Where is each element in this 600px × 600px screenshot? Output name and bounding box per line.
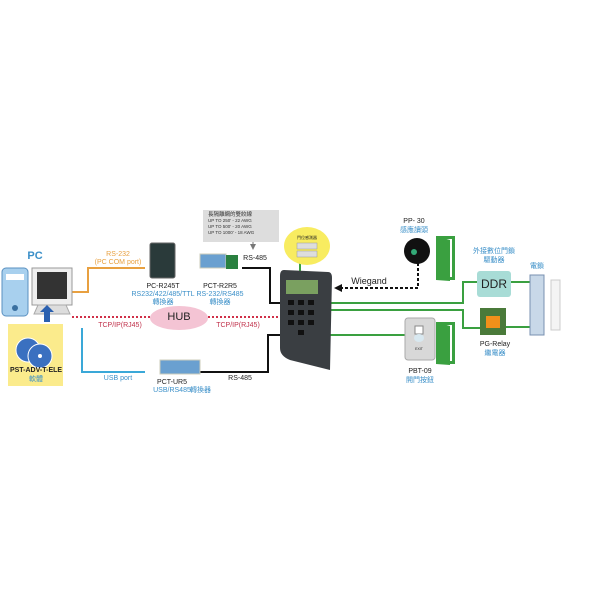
lock-strike [550,279,561,331]
wiegand-label: Wiegand [351,276,387,286]
down-arrow-icon [250,244,256,250]
pct-ur5-device [159,359,201,375]
wiegand-line [340,263,419,289]
pct-ur5-desc: USB/RS485 [153,387,191,394]
cable-note: 長隔離網的雙絞線 UP TO 250' - 22 AWG UP TO 500' … [208,212,254,236]
pbt09-model: PBT-09 [408,368,432,375]
pct-ur5-model: PCT-UR5 [157,379,187,386]
rs485-top-label: RS-485 [243,255,267,262]
rs485-top-line [242,267,280,304]
hub-bubble [150,306,208,330]
pct-ur5-type: 轉換器 [190,387,211,394]
pg-relay-device [480,308,506,335]
ddr-label-1: 外接數位門鎖 [473,248,515,255]
software-type: 軟體 [29,376,43,383]
rs485-bottom-line [200,334,280,373]
ddr-label-2: 驅動器 [483,257,505,264]
pc-r245t-device [149,242,176,279]
pbt09-type: 開門按鈕 [406,377,434,384]
electric-lock [529,274,545,336]
door-icon [436,236,455,281]
pc-r245t-model: PC-R245T [146,283,180,290]
hub-label: HUB [167,311,191,323]
access-controller [280,270,332,370]
door-sensor-label: 門位感測器 [297,235,317,240]
upload-arrow-icon [40,305,54,322]
lock-label: 電鎖 [530,263,544,270]
pc-monitor-icon [31,267,73,315]
cable-note-box [203,210,279,242]
pc-r245t-desc: RS232/422/485/TTL [131,291,195,298]
ddr-box [477,271,511,297]
pp30-model: PP- 30 [403,218,425,225]
rs485-bottom-label: RS-485 [228,375,252,382]
usb-line [81,328,145,373]
relay-line [330,309,480,329]
pp30-reader [404,238,430,264]
rs232-line [72,267,145,293]
software-name: PST-ADV-T-ELE [9,367,63,374]
pp30-type: 感應讀頭 [400,227,428,234]
cable-note-line: UP TO 250' - 22 AWG [208,218,252,223]
wiegand-arrow-icon [334,284,342,292]
pg-relay-type: 繼電器 [484,350,506,357]
pct-r2r5-desc: RS-232/RS485 [196,291,244,298]
pc-r245t-type: 轉換器 [152,299,174,306]
exit-label: EXIT [415,347,423,351]
pct-r2r5-device [199,253,238,269]
ddr-box-label: DDR [481,277,507,291]
ddr-line [330,281,477,304]
rs232-sublabel: (PC COM port) [94,259,142,266]
rs232-label: RS-232 [106,251,130,258]
cable-note-title: 長隔離網的雙絞線 [208,212,253,218]
cable-note-line: UP TO 500' - 20 AWG [208,224,252,229]
pc-tower-icon [1,267,29,317]
door-icon-2 [436,322,455,365]
tcpip-left-label: TCP/IP(RJ45) [98,322,142,329]
pct-r2r5-model: PCT-R2R5 [203,283,237,290]
cable-note-line: UP TO 1000' - 18 AWG [208,230,255,235]
pg-relay-model: PG-Relay [479,341,511,348]
usb-port-label: USB port [103,375,133,382]
tcpip-right-label: TCP/IP(RJ45) [216,322,260,329]
pc-label: PC [27,250,43,262]
pct-r2r5-type: 轉換器 [209,299,231,306]
pbt09-button [404,317,436,361]
